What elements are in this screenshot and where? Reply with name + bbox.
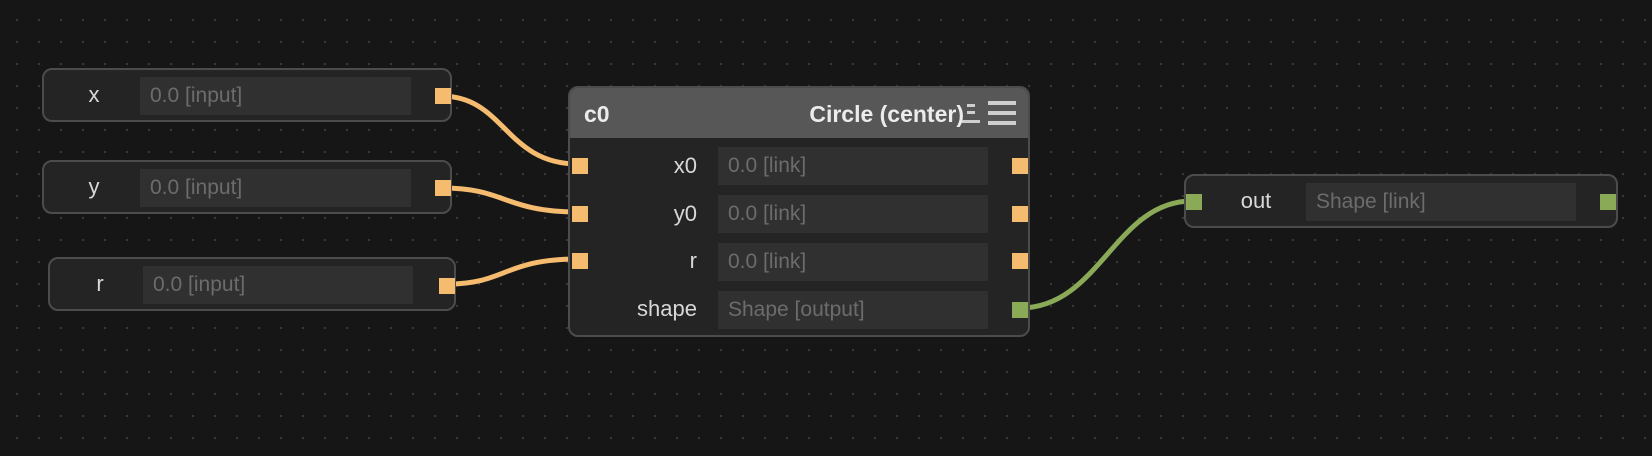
out-input-port[interactable] xyxy=(1186,194,1202,210)
x0-output-port[interactable] xyxy=(1012,158,1028,174)
shape-label: shape xyxy=(637,296,697,321)
node-title: Circle (center) xyxy=(809,101,964,127)
node-name: c0 xyxy=(584,101,610,127)
out-output-port[interactable] xyxy=(1600,194,1616,210)
x0-field[interactable] xyxy=(718,147,988,185)
r-output-port[interactable] xyxy=(439,278,455,294)
r-label: r xyxy=(689,248,697,273)
y0-label: y0 xyxy=(673,201,697,226)
shape-field[interactable] xyxy=(718,291,988,329)
y-input-node[interactable]: y xyxy=(42,160,452,214)
circle-center-node[interactable]: c0 Circle (center) x0 y0 r shape xyxy=(568,86,1030,337)
wire-shape-to-out[interactable] xyxy=(1019,198,1193,311)
x-input-node[interactable]: x xyxy=(42,68,452,122)
wire-x-to-x0[interactable] xyxy=(440,93,579,167)
shape-output-port[interactable] xyxy=(1012,302,1028,318)
r-input-node[interactable]: r xyxy=(48,257,456,311)
r-input-label: r xyxy=(96,271,104,296)
x0-input-port[interactable] xyxy=(572,158,588,174)
wire-r-to-r[interactable] xyxy=(447,256,579,287)
out-node[interactable]: out xyxy=(1184,174,1618,228)
r-field[interactable] xyxy=(718,243,988,281)
y-output-port[interactable] xyxy=(435,180,451,196)
x-input-label: x xyxy=(88,82,100,107)
out-label: out xyxy=(1240,188,1272,213)
x-output-port[interactable] xyxy=(435,88,451,104)
out-field[interactable] xyxy=(1306,183,1576,221)
x-input-field[interactable] xyxy=(140,77,411,115)
hamburger-menu-icon[interactable] xyxy=(988,101,1016,129)
r-input-field[interactable] xyxy=(143,266,413,304)
r-input-port[interactable] xyxy=(572,253,588,269)
wire-y-to-y0[interactable] xyxy=(442,185,579,215)
x0-label: x0 xyxy=(673,153,697,178)
r-output-port[interactable] xyxy=(1012,253,1028,269)
y-input-label: y xyxy=(88,174,100,199)
y0-input-port[interactable] xyxy=(572,206,588,222)
node-header[interactable]: c0 Circle (center) xyxy=(570,88,1028,138)
y-input-field[interactable] xyxy=(140,169,411,207)
y0-output-port[interactable] xyxy=(1012,206,1028,222)
y0-field[interactable] xyxy=(718,195,988,233)
node-type-icon xyxy=(962,104,980,128)
